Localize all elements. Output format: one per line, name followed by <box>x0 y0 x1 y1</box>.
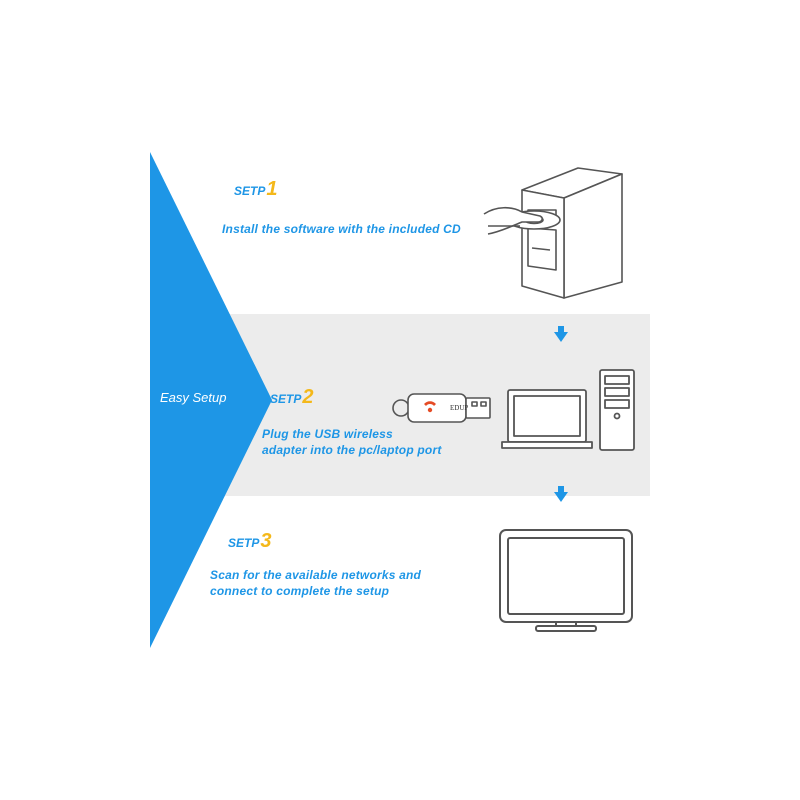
step-2-title: SETP2 <box>270 386 313 409</box>
step-3-title: SETP3 <box>228 530 271 553</box>
step-3-line-1: Scan for the available networks and <box>210 568 422 582</box>
step-1-line-1: Install the software with the included C… <box>222 222 461 236</box>
step-1-word: SETP <box>234 184 266 198</box>
easy-setup-banner <box>150 152 272 648</box>
step-3-line-2: connect to complete the setup <box>210 584 390 598</box>
step-1-number: 1 <box>266 178 278 200</box>
step-1-title: SETP1 <box>234 178 277 201</box>
pc-tower-icon <box>599 369 635 451</box>
wifi-logo-icon <box>424 401 436 413</box>
desktop-tower-cd-icon <box>483 167 623 299</box>
step-2-number: 2 <box>302 386 314 408</box>
adapter-brand: EDUP <box>450 404 468 412</box>
step-2-line-2: adapter into the pc/laptop port <box>262 443 442 457</box>
step-3-number: 3 <box>260 530 272 552</box>
step-3-description: Scan for the available networks and conn… <box>210 567 421 599</box>
step-3-word: SETP <box>228 536 260 550</box>
step-2-word: SETP <box>270 392 302 406</box>
easy-setup-label: Easy Setup <box>160 390 227 405</box>
step-2-line-1: Plug the USB wireless <box>262 427 393 441</box>
step-1-description: Install the software with the included C… <box>222 221 461 237</box>
arrow-down-icon <box>554 486 568 502</box>
arrow-down-icon <box>554 326 568 342</box>
usb-adapter-icon <box>392 393 491 423</box>
monitor-icon <box>499 529 633 632</box>
laptop-icon <box>501 389 593 449</box>
step-2-description: Plug the USB wireless adapter into the p… <box>262 426 442 458</box>
